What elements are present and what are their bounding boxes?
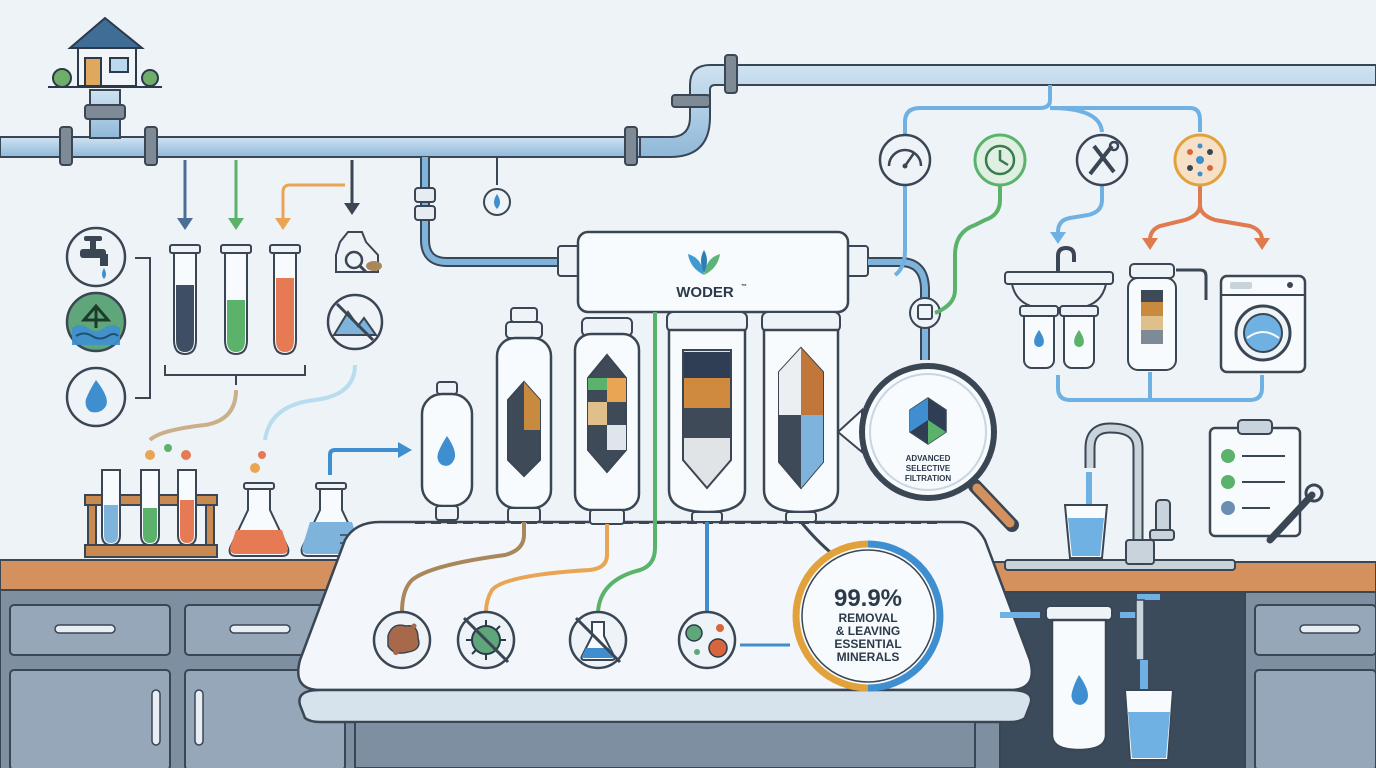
well-water-icon bbox=[65, 291, 127, 353]
main-water-pipe bbox=[0, 54, 1376, 166]
flask-orange bbox=[228, 482, 290, 557]
brand-name: WODER bbox=[676, 284, 734, 301]
timer-icon bbox=[973, 133, 1027, 187]
under-sink-filter bbox=[1000, 594, 1175, 761]
stat-percent: 99.9% bbox=[834, 585, 902, 612]
brand-trademark: ™ bbox=[741, 283, 747, 290]
brand-logo-icon bbox=[688, 250, 720, 275]
removal-stat-badge: 99.9% REMOVAL & LEAVING ESSENTIAL MINERA… bbox=[792, 540, 944, 692]
filter-header: WODER ™ bbox=[557, 230, 869, 314]
no-water-icon bbox=[326, 293, 384, 351]
stat-line-4: MINERALS bbox=[837, 650, 900, 664]
magnifier-line-3: FILTRATION bbox=[905, 474, 952, 483]
kitchen-counter-left bbox=[0, 559, 371, 768]
filter-stage-4-membrane bbox=[666, 311, 748, 523]
magnifier-line-1: ADVANCED bbox=[906, 454, 951, 463]
filter-stage-1-sediment bbox=[420, 381, 474, 521]
flow-connectors-left bbox=[148, 364, 412, 475]
contaminant-search-icon bbox=[335, 231, 382, 274]
sediment-icon bbox=[372, 610, 432, 670]
filter-stage-5-mineral bbox=[761, 311, 841, 523]
filter-stage-3-multimedia bbox=[573, 317, 641, 525]
stat-line-1: REMOVAL bbox=[838, 611, 897, 625]
filter-to-contaminant-lines bbox=[400, 312, 841, 647]
plumbing-tools-icon bbox=[1075, 133, 1129, 187]
application-branch-lines bbox=[893, 85, 1270, 315]
stat-line-2: & LEAVING bbox=[836, 624, 900, 638]
test-tubes-top bbox=[164, 244, 306, 385]
kitchen-faucet bbox=[1084, 422, 1175, 565]
test-tube-rack bbox=[84, 469, 218, 558]
magnifier-lens: ADVANCED SELECTIVE FILTRATION bbox=[836, 363, 1019, 532]
magnifier-line-2: SELECTIVE bbox=[906, 464, 951, 473]
kitchen-counter-right bbox=[969, 559, 1376, 768]
microbes-icon bbox=[677, 610, 737, 670]
feed-pipe bbox=[414, 157, 580, 267]
whole-house-filter bbox=[1127, 263, 1208, 371]
maintenance-checklist bbox=[1208, 419, 1324, 544]
water-drop-icon bbox=[65, 366, 127, 428]
outlet-pipe bbox=[868, 257, 941, 360]
water-glass-counter bbox=[1063, 504, 1109, 559]
stat-line-3: ESSENTIAL bbox=[834, 637, 901, 651]
chemical-drops bbox=[145, 444, 266, 473]
nutrients-icon bbox=[1173, 133, 1227, 187]
filter-stage-2-carbon bbox=[495, 307, 553, 523]
faucet-icon bbox=[65, 226, 127, 288]
bacteria-icon bbox=[456, 610, 516, 670]
source-bracket bbox=[135, 257, 151, 399]
flow-arrows-top bbox=[177, 160, 360, 230]
no-chemicals-icon bbox=[568, 610, 628, 670]
appliance-return-line bbox=[1056, 372, 1264, 402]
pressure-gauge-icon bbox=[878, 133, 932, 187]
washing-machine bbox=[1219, 274, 1307, 374]
sink-filter-system bbox=[1004, 245, 1114, 369]
house-icon bbox=[48, 16, 162, 88]
